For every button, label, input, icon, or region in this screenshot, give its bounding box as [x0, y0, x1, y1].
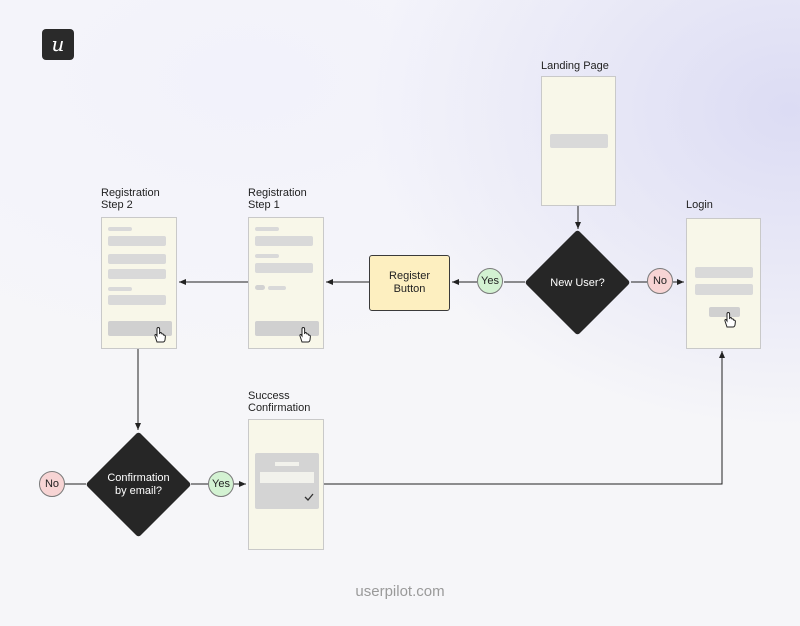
landing-page-label: Landing Page [541, 60, 609, 72]
placeholder-button [108, 321, 172, 336]
placeholder-field [695, 267, 753, 278]
placeholder-line [275, 462, 299, 466]
register-button-node: Register Button [369, 255, 450, 311]
placeholder-field [260, 472, 314, 483]
footer-brand: userpilot.com [355, 583, 445, 600]
no-badge-new-user: No [647, 268, 673, 294]
register-button-label: Register Button [389, 270, 430, 295]
placeholder-line [255, 227, 279, 231]
placeholder-field [108, 269, 166, 279]
landing-page-screen [541, 76, 616, 206]
placeholder-line [255, 254, 279, 258]
placeholder-block [550, 134, 608, 148]
confirmation-email-decision-label: Confirmation by email? [107, 472, 170, 497]
arrow-success-to-login [324, 351, 725, 485]
registration-step2-screen [101, 217, 177, 349]
placeholder-field [108, 295, 166, 305]
success-confirmation-label: Success Confirmation [248, 390, 311, 414]
login-screen [686, 218, 761, 349]
placeholder-button [709, 307, 740, 317]
new-user-decision-label: New User? [550, 277, 605, 289]
confirmation-modal [255, 453, 319, 509]
hand-cursor-icon [299, 326, 311, 343]
yes-badge-confirmation: Yes [208, 471, 234, 497]
toggle-icon [255, 285, 265, 290]
placeholder-field [108, 254, 166, 264]
yes-badge-new-user: Yes [477, 268, 503, 294]
placeholder-field [108, 236, 166, 246]
hand-cursor-icon [154, 326, 166, 343]
placeholder-field [255, 263, 313, 273]
userpilot-logo: u [42, 29, 74, 60]
registration-step1-label: Registration Step 1 [248, 187, 307, 211]
success-confirmation-screen [248, 419, 324, 550]
placeholder-line [268, 286, 286, 290]
checkmark-icon [304, 493, 314, 501]
placeholder-line [108, 227, 132, 231]
placeholder-line [108, 287, 132, 291]
hand-cursor-icon [724, 311, 736, 328]
registration-step2-label: Registration Step 2 [101, 187, 160, 211]
no-badge-confirmation: No [39, 471, 65, 497]
placeholder-field [695, 284, 753, 295]
placeholder-field [255, 236, 313, 246]
registration-step1-screen [248, 217, 324, 349]
login-label: Login [686, 199, 713, 211]
